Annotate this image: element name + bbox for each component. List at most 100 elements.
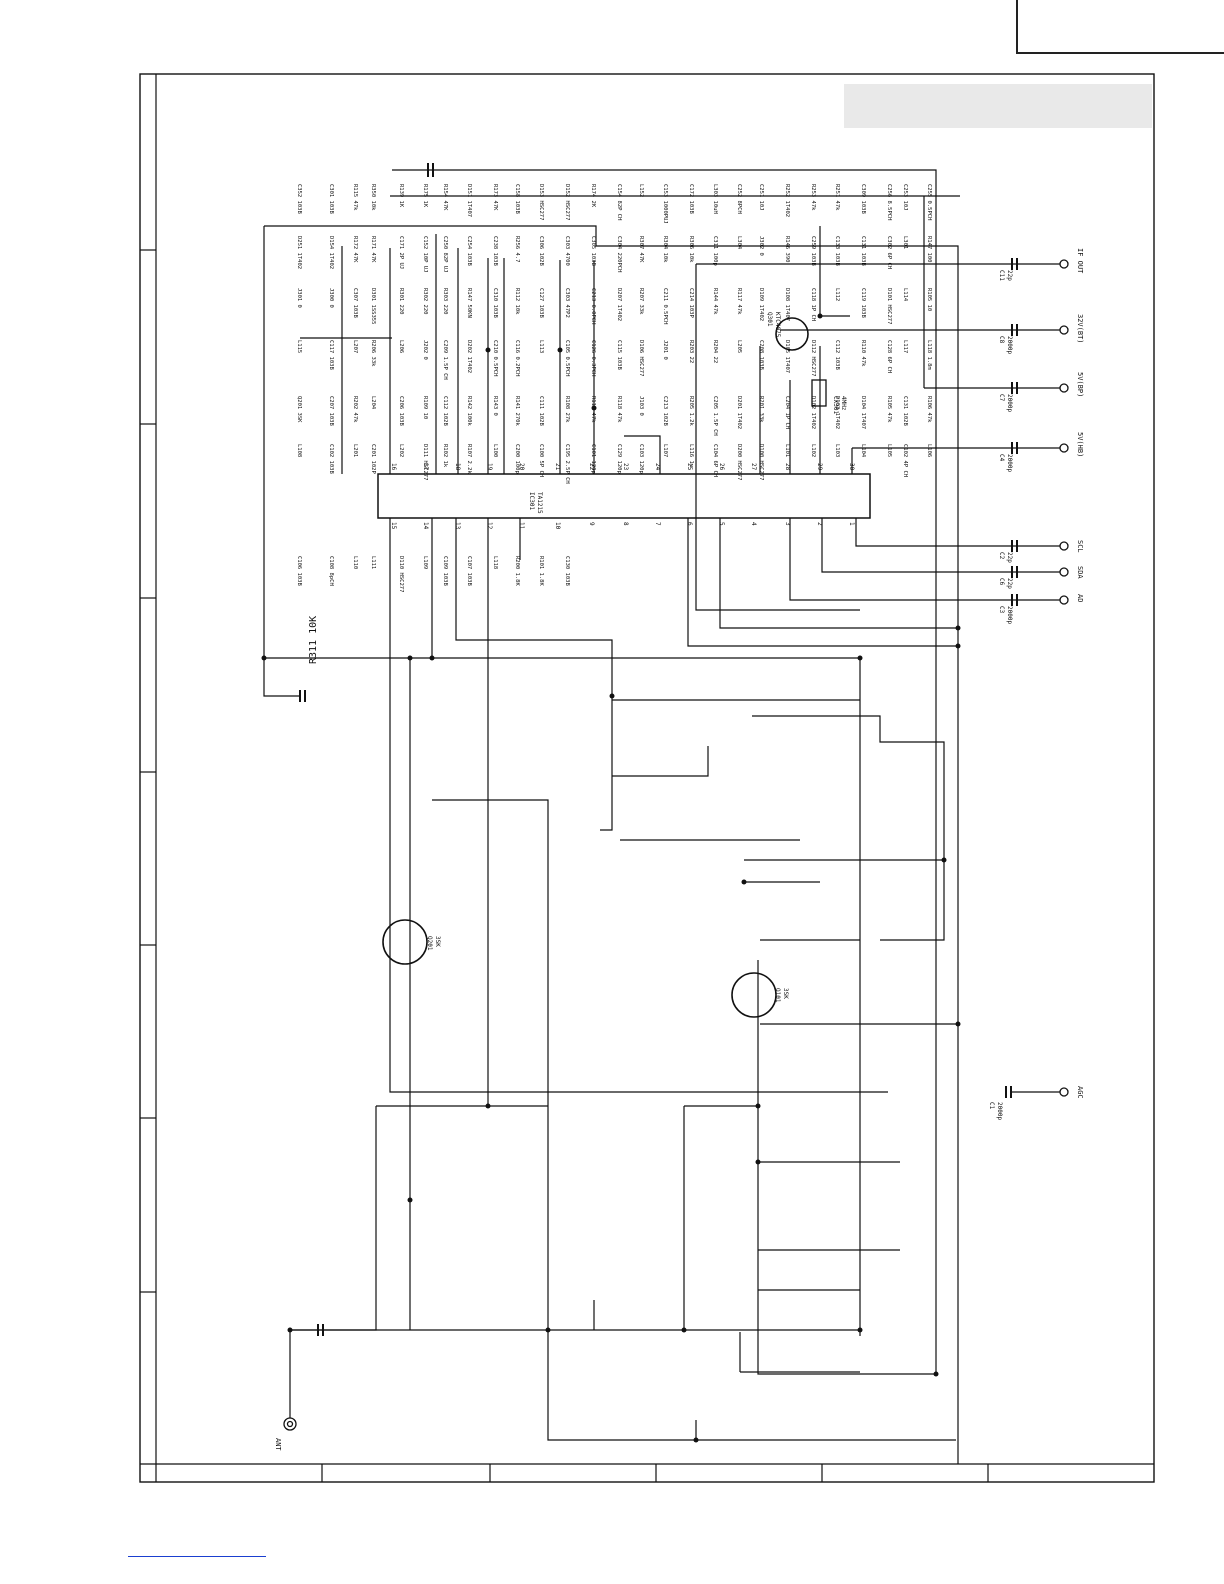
connector-cap-ref: C4 [998,454,1005,462]
component-label-text: C255 0.5PCH [926,184,932,220]
component-label-text: C171 2P UJ [398,236,404,269]
component-label: C130 103B [564,556,570,586]
component-label-text: C213 102B [662,396,668,426]
ic-pin-label: 1 [848,522,855,526]
component-label: D110 HSC277 [398,556,404,592]
component-label: R304 10k [662,236,668,263]
component-label: R142 100k [466,396,472,426]
transistor-ref-label: Q301 [766,312,773,327]
component-label-text: L117 [902,340,908,353]
ic-pin-label: 18 [454,463,461,471]
component-label-text: L207 [352,340,358,353]
component-label: C302 6P CH [886,236,892,269]
component-label-text: D151 1T407 [466,184,472,217]
connector-cap-value: 2000p [1006,394,1013,412]
connector-label: SDA [1076,566,1084,579]
component-label-text: C207 103B [328,396,334,426]
connector-cap-ref: C6 [998,578,1005,586]
component-label-text: L112 [834,288,840,301]
ic-pin-label: 30 [848,463,855,471]
component-label-text: D108 1T407 [784,288,790,321]
component-label-text: L100 [492,444,498,457]
drawing-frame [139,73,1155,1483]
component-label: R205 1.2k [688,396,694,426]
component-label-text: C101 120p [590,444,596,474]
component-label-text: R146 390 [784,236,790,263]
crystal-value-label: 4MHz [840,396,847,411]
component-label-text: C205 1.5P CH [712,396,718,436]
component-label-text: C158 103B [514,184,520,214]
component-label-text: C208 103B [758,340,764,370]
ic-pin-label: 27 [750,463,757,471]
component-label-text: C102 4P CH [902,444,908,477]
component-label-text: R304 10k [662,236,668,263]
component-label: R172 47K [352,236,358,263]
component-label-text: C172 103B [688,184,694,214]
component-label: R147 100 [926,236,932,263]
connector-label: IF OUT [1076,248,1084,274]
component-label-text: J300 0 [328,288,334,308]
component-label: R175 1K [422,184,428,208]
connector-label: SCL [1076,540,1084,553]
connector-cap-ref: C11 [998,270,1005,281]
component-label: J302 0 [758,236,764,256]
component-label: C152 10P UJ [422,236,428,272]
component-label: C259 103B [810,236,816,266]
component-label-text: R306 10k [688,236,694,263]
component-label: L101 [784,444,790,457]
component-label-text: R203 22 [688,340,694,363]
component-label-text: R102 1k [442,444,448,468]
ic-pin-label: 11 [518,522,525,530]
left-rail-wire [263,226,300,697]
transistor-part-label: 3SK [434,936,441,947]
component-label: L207 [352,340,358,353]
component-label-text: R101 1.8K [538,556,544,586]
component-label-text: J302 0 [758,236,764,256]
component-label: D251 1T402 [296,236,302,269]
component-label: C106 103B [296,556,302,586]
component-label: D100 HSC277 [758,444,764,480]
component-label-text: R118 47k [616,396,622,423]
component-label: C153 1000PUJ [662,184,668,224]
component-label-text: L118 1.8m [926,340,932,370]
component-label: L304 [736,236,742,250]
component-label: L206 [398,340,404,353]
component-label: R101 1.8K [538,556,544,586]
component-label: C116 0.2PCH [514,340,520,376]
component-label: L106 [926,444,932,457]
component-label: D103 1T402 [834,396,840,429]
component-label-text: J201 0 [662,340,668,360]
ic-pin-label: 23 [622,463,629,471]
component-label: R203 22 [688,340,694,363]
component-label: R144 47k [712,288,718,315]
component-label: C209 1.5P CH [442,340,448,380]
connector-cap-value: 22p [1006,270,1013,281]
connector-label: AD [1076,594,1084,602]
component-label: D201 1T402 [736,396,742,429]
component-label-text: L204 [370,396,376,410]
connector-cap-ref: C1 [988,1102,995,1110]
component-label-text: C309 103B [860,184,866,214]
component-label-text: C352 103B [296,184,302,214]
ic-pin-label: 3 [784,522,791,526]
component-label-text: C304 220PCH [616,236,622,272]
component-label-text: J103 0 [638,396,644,416]
component-label-text: C105 0.5PCH [564,340,570,376]
component-label-text: R147 100 [926,236,932,263]
component-label: R117 47k [736,288,742,315]
component-label: C103 120p [638,444,644,474]
component-label: C211 0.5PCH [662,288,668,324]
component-label: C133 103B [834,236,840,266]
component-label: C102 103B [328,444,334,474]
component-label-text: R201 33k [758,396,764,423]
ic-pin-label: 12 [486,522,493,530]
ic-pin-label: 19 [486,463,493,471]
component-label-text: R112 10k [514,288,520,315]
component-label-text: R256 4.7 [514,236,520,263]
ic-pin-label: 16 [390,463,397,471]
ic-body [377,473,871,519]
component-label: R108 27k [564,396,570,423]
component-label-text: L201 [352,444,358,457]
component-label-text: R172 47K [352,236,358,263]
